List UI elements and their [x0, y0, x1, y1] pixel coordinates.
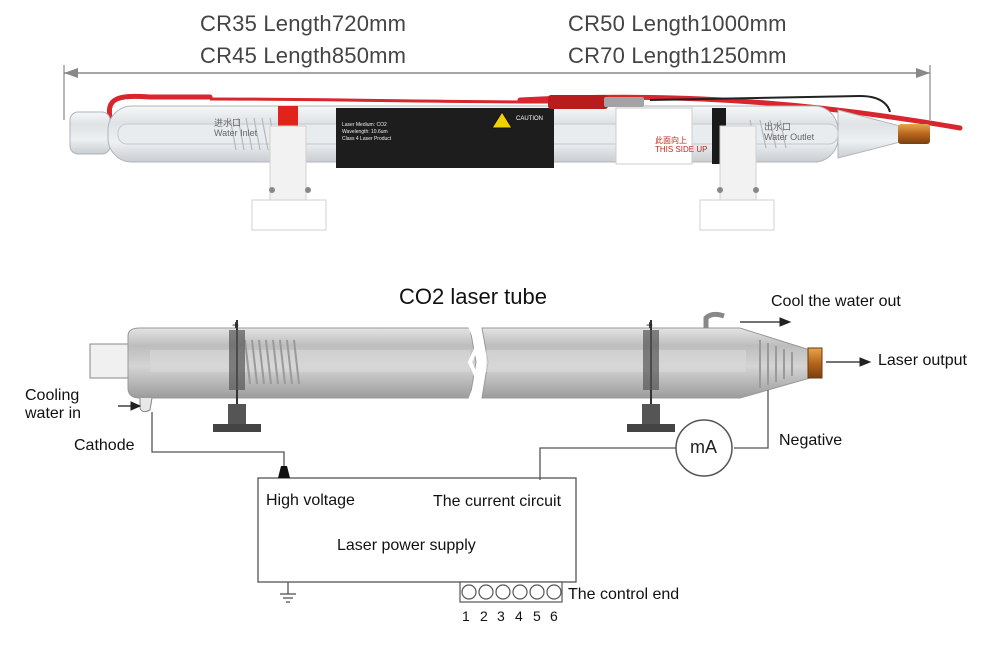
- schematic-arrows: [118, 317, 872, 411]
- length-dimension-arrow: [63, 65, 931, 120]
- control-end-label: The control end: [568, 586, 680, 603]
- tube-photo: [69, 94, 930, 231]
- current-circuit-label: The current circuit: [433, 493, 562, 510]
- diagram-title: CO2 laser tube: [399, 284, 547, 309]
- pin-1: 1: [462, 608, 470, 624]
- cool-water-out-label: Cool the water out: [771, 293, 901, 310]
- laser-output-label: Laser output: [878, 352, 967, 369]
- high-voltage-label: High voltage: [266, 492, 355, 509]
- spec-cr70: CR70 Length1250mm: [568, 43, 787, 68]
- high-voltage-terminal: [278, 466, 290, 478]
- control-connector: [459, 581, 563, 603]
- power-supply-label: Laser power supply: [337, 537, 476, 554]
- schematic-wiring: [151, 390, 769, 603]
- schematic-tube: + +: [89, 311, 823, 432]
- svg-text:+: +: [646, 318, 653, 332]
- pin-2: 2: [480, 608, 488, 624]
- spec-cr45: CR45 Length850mm: [200, 43, 407, 68]
- cathode-label: Cathode: [74, 437, 135, 454]
- cooling-water-in-label-2: water in: [25, 405, 82, 422]
- pin-6: 6: [550, 608, 558, 624]
- caution-label: CAUTION: [516, 116, 543, 122]
- pin-5: 5: [533, 608, 541, 624]
- ma-meter-label: mA: [690, 437, 717, 457]
- spec-cr50: CR50 Length1000mm: [568, 11, 787, 36]
- pin-3: 3: [497, 608, 505, 624]
- spec-cr35: CR35 Length720mm: [200, 11, 407, 36]
- ma-meter: [675, 419, 733, 477]
- pin-4: 4: [515, 608, 523, 624]
- negative-label: Negative: [779, 432, 843, 449]
- svg-text:+: +: [232, 318, 239, 332]
- cooling-water-in-label-1: Cooling: [25, 387, 80, 404]
